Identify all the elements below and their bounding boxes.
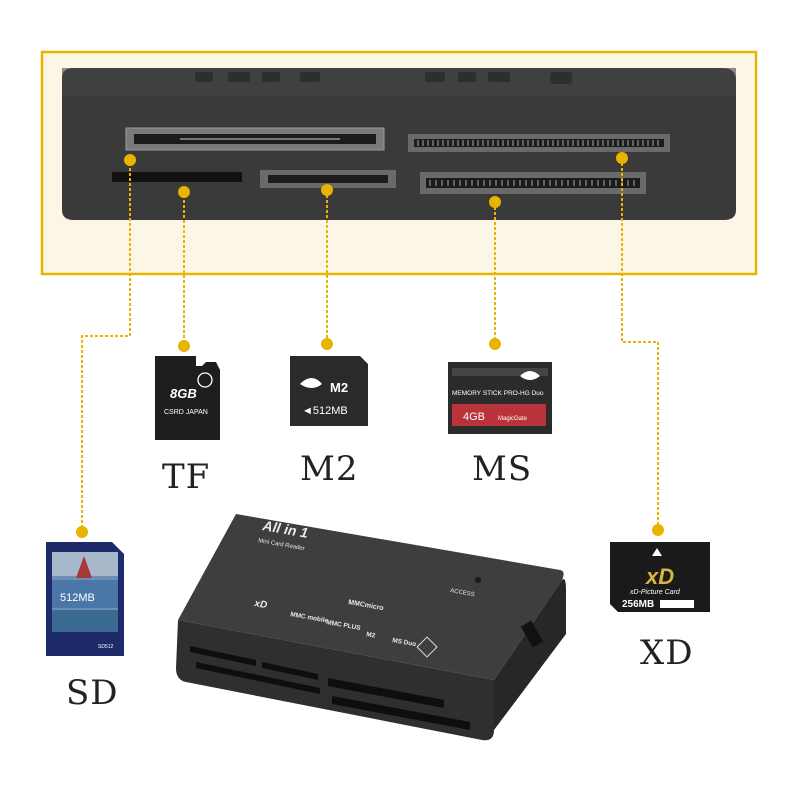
- tf-card-text: CSRD JAPAN: [164, 409, 208, 416]
- xd-card: xD xD-Picture Card 256MB: [610, 542, 710, 612]
- ms-card-title: MEMORY STICK PRO-HG Duo: [452, 390, 544, 397]
- m2-card-brand: M2: [330, 380, 348, 395]
- embossed-logos: [195, 72, 572, 84]
- callout-lines: [81, 158, 659, 532]
- sd-card-capacity: 512MB: [60, 592, 95, 604]
- xd-logo-badge-icon: [416, 636, 438, 658]
- xd-card-subtitle: xD-Picture Card: [629, 589, 681, 596]
- m2-card-capacity: ◄512MB: [302, 405, 348, 417]
- m2-card: M2 ◄512MB: [290, 356, 368, 426]
- m2-slot: [260, 170, 396, 188]
- ms-label: MS: [472, 449, 532, 489]
- xd-label: XD: [640, 633, 693, 673]
- ms-card: MEMORY STICK PRO-HG Duo 4GB MagicGate: [448, 362, 552, 434]
- sd-slot: [125, 127, 385, 151]
- m2-label: M2: [300, 449, 358, 489]
- callout-dots: [76, 152, 664, 538]
- ms-card-brand: MagicGate: [498, 416, 528, 422]
- usb-port: [520, 620, 544, 648]
- reader-top: [178, 514, 564, 680]
- sd-card: 512MB SD512: [46, 542, 124, 656]
- sd-callout-line: [81, 158, 131, 532]
- xd-callout-line: [621, 158, 659, 530]
- ms-slot: [420, 172, 646, 194]
- reader-closeup: [40, 50, 758, 276]
- sd-label: SD: [66, 673, 119, 713]
- tf-card: 8GB CSRD JAPAN: [155, 356, 220, 440]
- device-ms-duo: MS Duo: [392, 637, 417, 648]
- tf-slot: [112, 172, 242, 182]
- xd-card-logo: xD: [645, 564, 674, 589]
- sd-card-text: SD512: [98, 644, 114, 650]
- card-reader-device: All in 1 Mini Card Reader ACCESS MMCmicr…: [176, 514, 566, 741]
- xd-slot: [408, 134, 670, 152]
- access-led: [475, 577, 481, 583]
- device-access-label: ACCESS: [450, 588, 475, 598]
- xd-card-capacity: 256MB: [622, 599, 654, 610]
- tf-label: TF: [162, 457, 210, 497]
- device-xd: xD: [252, 598, 267, 611]
- reader-front-slots: [190, 646, 470, 730]
- device-m2: M2: [366, 631, 376, 640]
- tf-card-capacity: 8GB: [170, 386, 197, 401]
- ms-card-capacity: 4GB: [463, 411, 485, 423]
- reader-side: [494, 579, 566, 730]
